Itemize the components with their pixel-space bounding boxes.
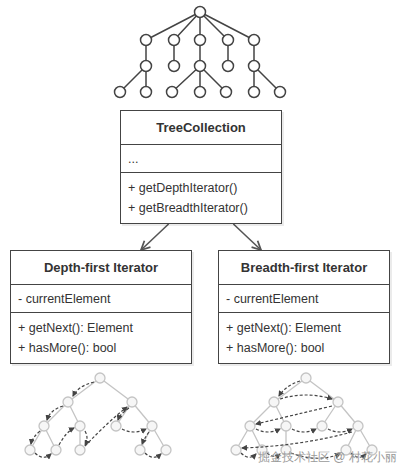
field-compartment: ... [121,144,281,172]
tree-node [195,35,206,46]
tree-node [269,397,279,407]
association-arrow [141,224,169,250]
tree-node [141,35,152,46]
traversal-arrow [118,408,129,420]
tree-node [39,421,49,431]
tree-node [249,35,260,46]
association-arrow [233,224,261,250]
tree-node [63,397,73,407]
traversal-arrow [256,406,332,424]
field-text: - currentElement [18,289,184,309]
traversal-arrow [31,431,40,444]
method-compartment: + getNext(): Element+ hasMore(): bool [219,312,389,363]
method-text: + getNext(): Element [226,318,382,338]
class-header: TreeCollection [121,111,281,144]
traversal-arrow [241,453,256,457]
breadth-first-illustration [231,373,377,458]
tree-node [223,61,234,72]
tree-node [317,421,327,431]
traversal-arrow [35,453,51,457]
traversal-arrow [47,406,63,420]
traversal-arrow [328,429,352,432]
tree-node [301,373,311,383]
tree-edge [30,378,166,450]
tree-node [221,87,232,98]
tree-node [75,445,85,455]
watermark: 掘金技术社区 @ 村花小丽 [258,449,397,466]
tree-node [169,61,180,72]
class-box: Breadth-first Iterator - currentElement + … [218,250,390,364]
traversal-arrow [85,407,127,446]
tree-node [111,421,121,431]
tree-node [51,445,61,455]
tree-node [353,421,363,431]
class-box: TreeCollection... + getDepthIterator()+ g… [120,110,282,224]
method-text: + getDepthIterator() [128,178,274,198]
traversal-arrow [292,429,316,432]
tree-node [281,421,291,431]
tree-node [141,61,152,72]
method-compartment: + getNext(): Element+ hasMore(): bool [11,312,191,363]
tree-node [195,61,206,72]
traversal-arrow [85,431,87,445]
tree-node [231,445,241,455]
tree-node [25,445,35,455]
class-header: Depth-first Iterator [11,251,191,284]
tree-node [275,87,286,98]
tree-node [333,397,343,407]
traversal-arrow [142,432,149,444]
tree-node [167,87,178,98]
method-compartment: + getDepthIterator()+ getBreadthIterator… [121,172,281,223]
method-text: + getBreadthIterator() [128,198,274,218]
tree-node [249,61,260,72]
traversal-arrow [280,395,332,399]
method-text: + hasMore(): bool [226,338,382,358]
traversal-arrow [73,382,94,396]
tree-illustration [115,7,286,98]
traversal-arrow [59,428,74,445]
tree-node [195,7,206,18]
field-compartment: - currentElement [219,284,389,312]
tree-node [161,445,171,455]
tree-node [135,445,145,455]
traversal-arrow [279,381,300,396]
tree-node [141,87,152,98]
tree-node [195,87,206,98]
tree-node [75,421,85,431]
class-name: Breadth-first Iterator [241,258,367,278]
connector-layer [141,224,261,250]
tree-node [147,421,157,431]
traversal-arrow [145,453,161,457]
tree-node [169,35,180,46]
class-name: Depth-first Iterator [44,258,158,278]
tree-edge [236,378,372,450]
traversal-arrow [242,432,352,448]
class-name: TreeCollection [156,118,246,138]
tree-edge [120,12,280,92]
traversal-arrow [122,429,146,432]
tree-node [245,421,255,431]
tree-node [249,87,260,98]
field-text: - currentElement [226,289,382,309]
depth-first-illustration [25,373,171,457]
tree-node [115,87,126,98]
tree-node [95,373,105,383]
field-compartment: - currentElement [11,284,191,312]
method-text: + hasMore(): bool [18,338,184,358]
class-header: Breadth-first Iterator [219,251,389,284]
class-box: Depth-first Iterator - currentElement + ge… [10,250,192,364]
field-text: ... [128,149,274,169]
tree-node [127,397,137,407]
traversal-arrow [256,429,280,432]
method-text: + getNext(): Element [18,318,184,338]
tree-node [223,35,234,46]
